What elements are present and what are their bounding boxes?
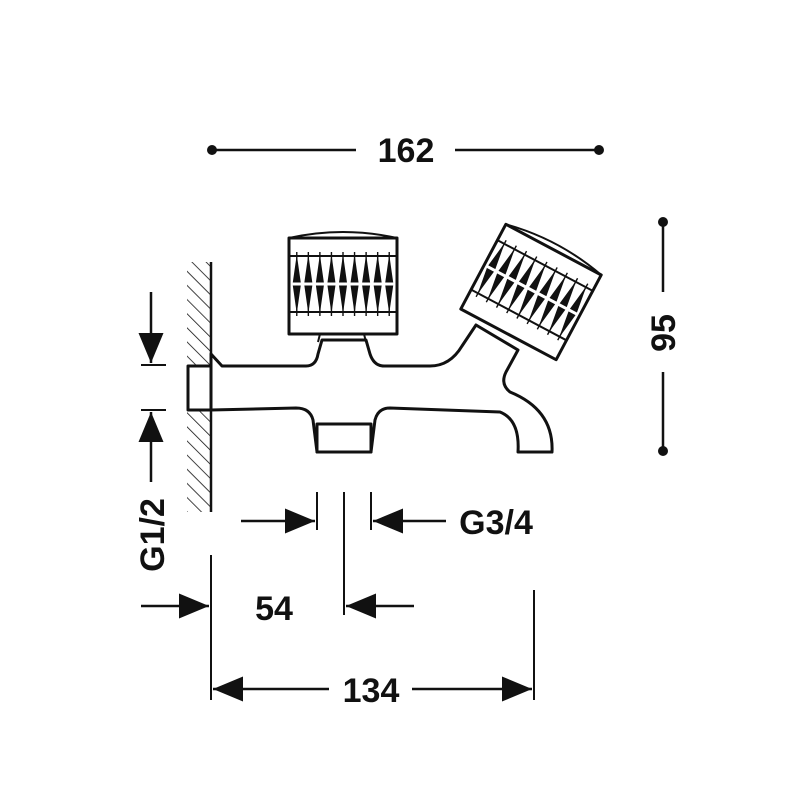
dimension-g34: G3/4 — [241, 492, 533, 542]
handle-left-stem-r — [363, 333, 367, 343]
dimension-g12: G1/2 — [134, 292, 172, 572]
handle-right-knurl — [475, 239, 589, 341]
handle-left-stem-l — [317, 333, 321, 343]
angled-handle — [459, 222, 603, 362]
handle-right-top-curve — [505, 223, 602, 276]
upright-handle — [287, 231, 399, 343]
dimension-134: 134 — [213, 590, 535, 710]
dimension-95: 95 — [645, 217, 683, 456]
spout-body — [209, 323, 554, 454]
knurl-midline — [485, 264, 579, 316]
dim-label-134: 134 — [343, 672, 400, 710]
faucet-body — [186, 323, 554, 454]
handle-left-knurl — [291, 252, 395, 316]
dim-label-g34: G3/4 — [459, 504, 533, 542]
dim-label-54: 54 — [255, 590, 293, 628]
dim-label-g12: G1/2 — [134, 498, 172, 572]
dim-label-162: 162 — [378, 132, 435, 170]
dimension-54: 54 — [141, 492, 414, 700]
wall-flange — [186, 364, 213, 412]
dim-label-95: 95 — [645, 314, 683, 352]
outlet-nut — [315, 422, 373, 454]
handle-left-top-curve — [288, 231, 398, 239]
dimension-162: 162 — [207, 132, 604, 170]
